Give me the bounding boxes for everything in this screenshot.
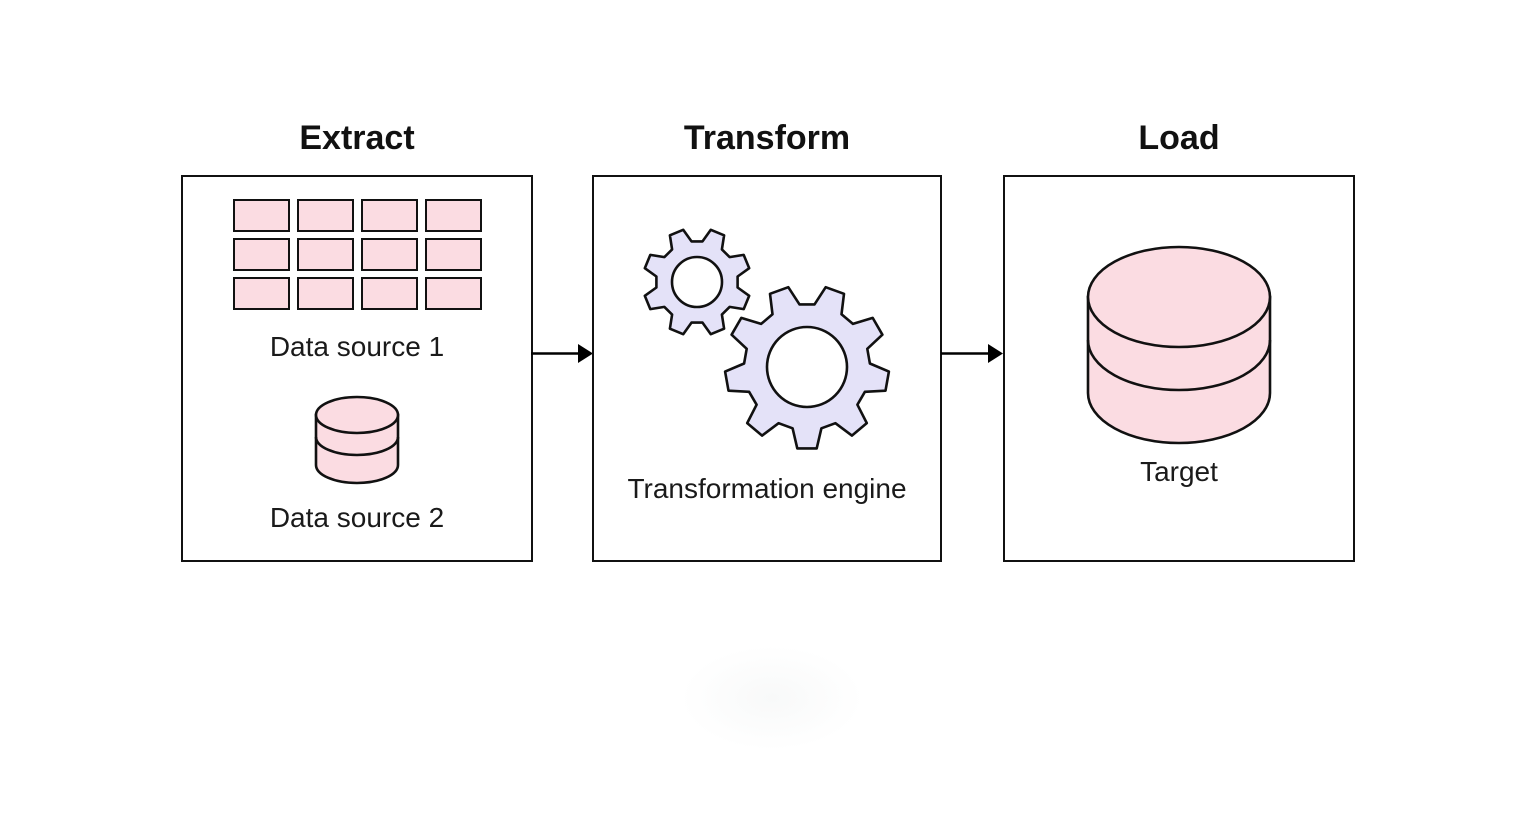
table-cell (233, 238, 290, 271)
gears-icon (643, 228, 891, 450)
database-cylinder-icon-large (1086, 245, 1272, 445)
table-cell (361, 238, 418, 271)
arrow-extract-to-transform-icon (531, 344, 593, 363)
stage-title-load: Load (1138, 119, 1220, 157)
table-cell (233, 277, 290, 310)
stage-title-transform: Transform (683, 119, 851, 157)
extract-box: Data source 1 Data source 2 (181, 175, 533, 562)
stage-title-extract: Extract (299, 119, 415, 157)
table-cell (297, 199, 354, 232)
target-label: Target (1140, 456, 1218, 487)
database-cylinder-icon-small (314, 395, 400, 485)
table-cell (233, 199, 290, 232)
table-cell (425, 238, 482, 271)
data-source-2-label: Data source 2 (269, 502, 445, 533)
table-cell (297, 277, 354, 310)
table-cell (361, 199, 418, 232)
load-box: Target (1003, 175, 1355, 562)
table-cell (361, 277, 418, 310)
data-source-1-label: Data source 1 (269, 331, 445, 362)
transform-box: Transformation engine (592, 175, 942, 562)
table-cell (425, 199, 482, 232)
faint-watermark-smudge (650, 628, 894, 768)
table-cell (297, 238, 354, 271)
table-grid-icon (233, 199, 482, 310)
transformation-engine-label: Transformation engine (627, 473, 907, 504)
table-cell (425, 277, 482, 310)
arrow-transform-to-load-icon (941, 344, 1003, 363)
